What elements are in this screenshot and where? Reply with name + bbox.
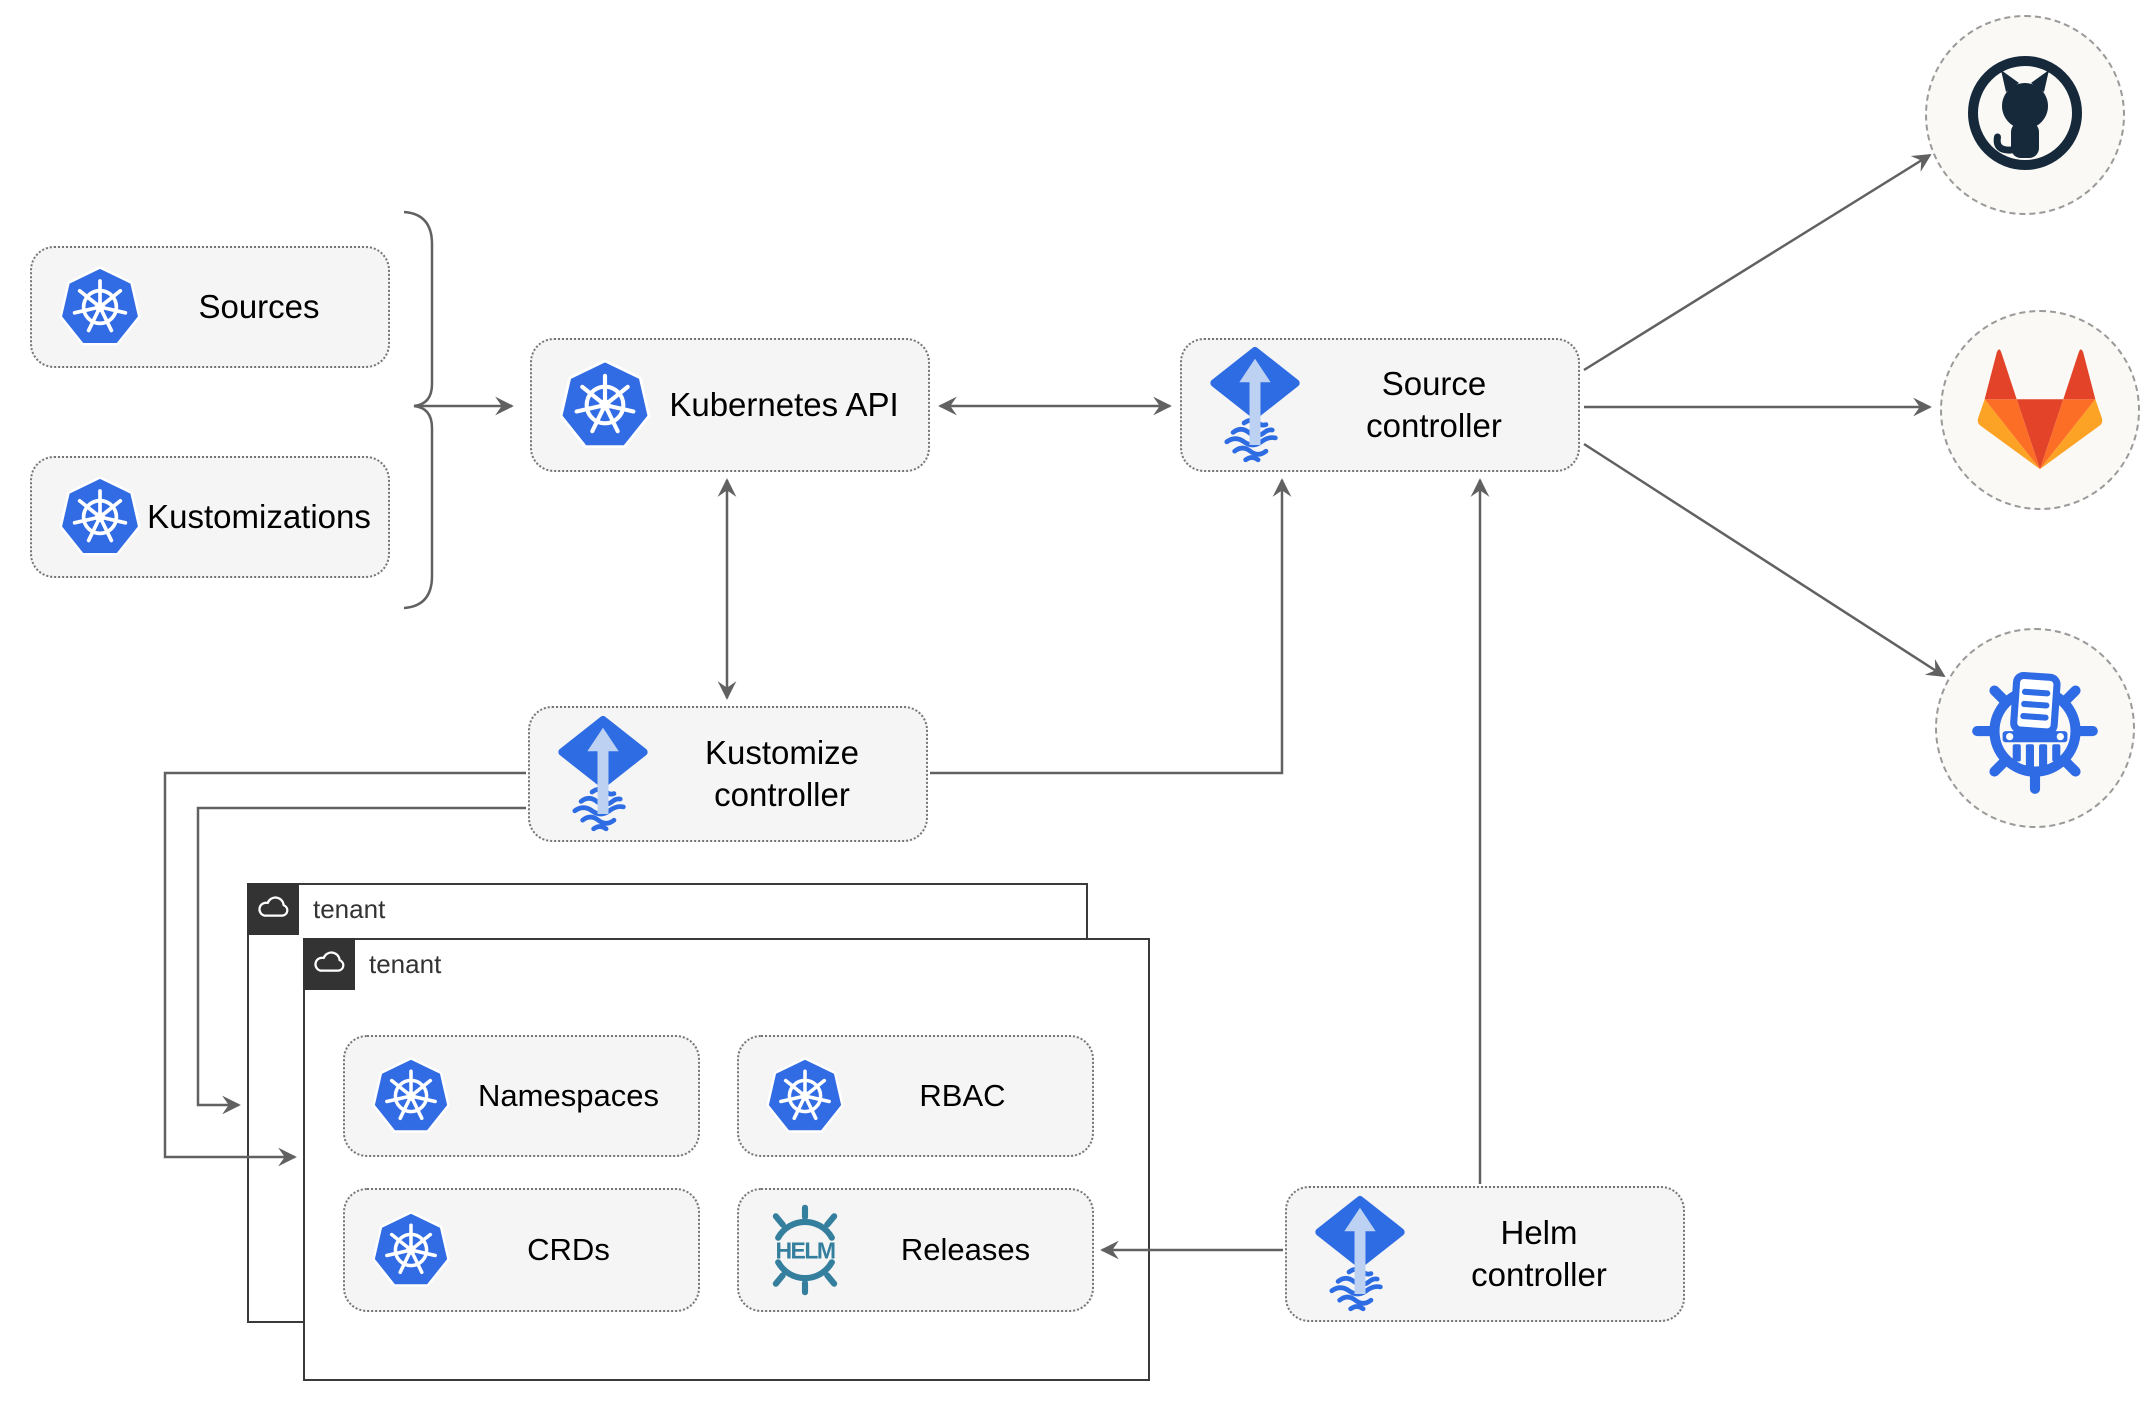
tenant-back-header (247, 883, 299, 935)
cloud-icon (254, 893, 292, 926)
namespaces-label: Namespaces (478, 1078, 659, 1114)
rbac-node: RBAC (737, 1035, 1094, 1157)
namespaces-node: Namespaces (343, 1035, 700, 1157)
crds-label: CRDs (527, 1232, 610, 1268)
sources-label: Sources (198, 287, 320, 325)
kustomize-controller-label: Kustomize controller (704, 733, 860, 813)
tenant-front-label: tenant (369, 948, 442, 979)
kubernetes-api-node: Kubernetes API (530, 338, 930, 472)
tenant-front-container: tenant (303, 938, 1150, 1381)
tenant-front-header (303, 938, 355, 990)
crds-node: CRDs (343, 1188, 700, 1312)
kubernetes-icon (558, 358, 652, 452)
gitlab-circle (1940, 310, 2140, 510)
cloud-icon (310, 948, 348, 981)
kubernetes-icon (765, 1056, 845, 1136)
edge-source-controller-to-kustomize-registry (1583, 442, 1946, 678)
releases-label: Releases (900, 1232, 1031, 1268)
kubernetes-icon (58, 475, 142, 559)
kustomizations-node: Kustomizations (30, 456, 390, 578)
kustomize-controller-node: Kustomize controller (528, 706, 928, 842)
kustomize-registry-circle (1935, 628, 2135, 828)
source-controller-node: Source controller (1180, 338, 1580, 472)
kubernetes-icon (58, 265, 142, 349)
edge-kustomize-controller-to-source-controller (930, 478, 1292, 775)
edge-source-controller-to-github (1583, 153, 1932, 372)
flux-icon (1313, 1195, 1407, 1313)
source-controller-label: Source controller (1366, 364, 1502, 444)
github-icon (1950, 38, 2100, 193)
kubernetes-api-label: Kubernetes API (669, 385, 899, 423)
tenant-back-label: tenant (313, 893, 386, 924)
helm-controller-node: Helm controller (1285, 1186, 1685, 1322)
flux-icon (1208, 346, 1302, 464)
helm-wordmark: HELM (775, 1237, 834, 1263)
kustomize-icon (1959, 650, 2111, 807)
helm-icon: HELM (759, 1204, 851, 1296)
sources-node: Sources (30, 246, 390, 368)
kubernetes-icon (371, 1056, 451, 1136)
gitlab-icon (1967, 341, 2113, 480)
kustomizations-label: Kustomizations (147, 497, 371, 535)
flux-icon (556, 715, 650, 833)
github-circle (1925, 15, 2125, 215)
brace-sources-group (403, 210, 434, 610)
kubernetes-icon (371, 1210, 451, 1290)
releases-node: HELM Releases (737, 1188, 1094, 1312)
helm-controller-label: Helm controller (1471, 1213, 1607, 1293)
rbac-label: RBAC (919, 1078, 1006, 1114)
